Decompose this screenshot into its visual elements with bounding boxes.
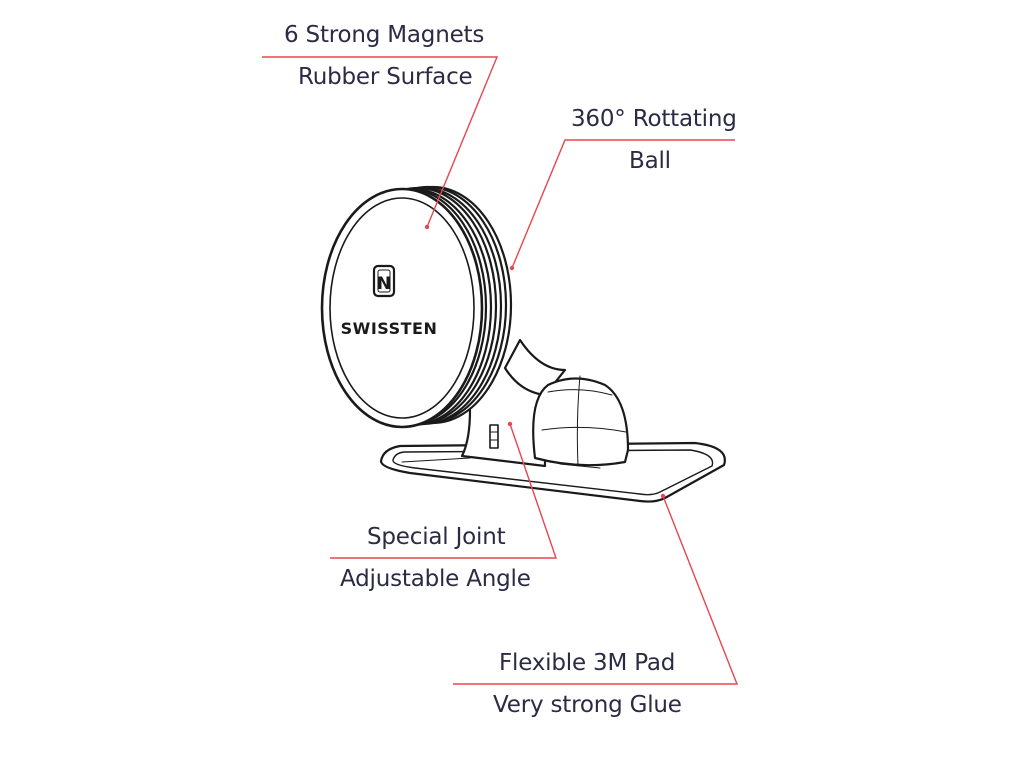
leader-joint — [330, 423, 557, 559]
leader-dots — [424, 224, 666, 499]
ball-joint — [532, 375, 630, 467]
callout-pad-line1: Flexible 3M Pad — [499, 650, 676, 676]
logo-wordmark: SWISSTEN — [341, 319, 438, 338]
leader-pad — [453, 495, 739, 685]
callout-pad-line2: Very strong Glue — [493, 692, 682, 718]
leader-magnets — [262, 56, 499, 228]
support-arm — [460, 338, 567, 468]
magnetic-disk — [320, 185, 513, 429]
callout-joint-line2: Adjustable Angle — [340, 566, 531, 592]
callout-joint-line1: Special Joint — [367, 524, 506, 550]
logo-monogram: N — [377, 274, 391, 294]
callout-magnets-line1: 6 Strong Magnets — [284, 22, 485, 48]
swissten-logo-mark — [372, 264, 396, 298]
callout-magnets-line2: Rubber Surface — [298, 64, 473, 90]
leader-ball — [511, 139, 735, 269]
callout-ball-line1: 360° Rottating — [571, 106, 737, 132]
leader-lines — [262, 56, 739, 685]
callout-ball-line2: Ball — [629, 148, 671, 174]
